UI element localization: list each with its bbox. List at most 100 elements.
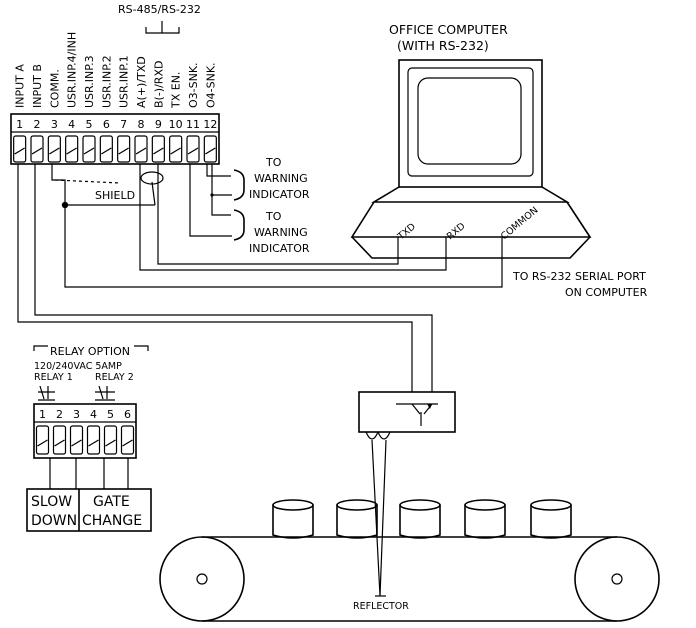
terminal-screw xyxy=(117,135,131,163)
terminal-screw xyxy=(13,135,27,163)
shield-label: SHIELD xyxy=(95,189,135,202)
relay-1-contact-symbol xyxy=(38,385,55,401)
computer-neck xyxy=(371,186,570,203)
terminal-number: 9 xyxy=(155,118,162,131)
warning-indicator-2: TO WARNING INDICATOR xyxy=(233,209,310,255)
gate-line1: GATE xyxy=(93,494,130,510)
terminal-label: USR.INP.1 xyxy=(118,55,131,108)
relay-terminal-screw xyxy=(120,425,135,455)
terminal-screw-slot xyxy=(135,147,147,155)
terminal-screw-slot xyxy=(153,147,164,155)
relay-output-box xyxy=(26,488,152,532)
container-body xyxy=(272,505,314,539)
conveyor-pulley-right xyxy=(574,536,660,622)
terminal-label: TX EN. xyxy=(170,72,183,109)
container-top xyxy=(530,499,572,511)
terminal-screw-slot xyxy=(31,147,43,155)
relay-terminal-screw-slot xyxy=(122,439,133,447)
rs-header-label: RS-485/RS-232 xyxy=(118,3,201,16)
wire-common xyxy=(51,164,503,288)
computer-title-1: OFFICE COMPUTER xyxy=(389,22,508,37)
computer-base xyxy=(351,236,591,259)
terminal-number: 3 xyxy=(51,118,58,131)
shield-dash xyxy=(54,179,121,184)
container-body xyxy=(530,505,572,539)
computer-title-2: (WITH RS-232) xyxy=(397,38,489,53)
terminal-screw xyxy=(186,135,200,163)
computer-monitor xyxy=(398,59,543,188)
terminal-screw-slot xyxy=(83,147,95,155)
shield-drain xyxy=(151,181,156,206)
relay-terminal-number: 4 xyxy=(90,408,97,421)
sensor-lens-1 xyxy=(365,431,379,440)
container-body xyxy=(336,505,378,539)
terminal-number: 2 xyxy=(34,118,41,131)
terminal-label: O3-SNK. xyxy=(187,62,200,108)
terminal-screw xyxy=(65,135,79,163)
relay-terminal-number: 3 xyxy=(73,408,80,421)
relay-terminal-screw-slot xyxy=(105,439,116,447)
terminal-screw xyxy=(203,135,217,163)
terminal-screw xyxy=(151,135,165,163)
wire-rxd xyxy=(157,164,399,265)
warning-indicator-1-symbol xyxy=(233,169,245,201)
relay-terminal-block xyxy=(33,403,137,459)
relay-terminal-screw xyxy=(35,425,50,455)
terminal-label: B(-)/RXD xyxy=(152,61,165,108)
terminal-screw xyxy=(82,135,96,163)
warning-1-line3: INDICATOR xyxy=(249,188,310,201)
port-note-2: ON COMPUTER xyxy=(565,286,648,299)
terminal-screw xyxy=(169,135,183,163)
container-top xyxy=(272,499,314,511)
terminal-screw-slot xyxy=(101,147,112,155)
slow-line2: DOWN xyxy=(31,513,77,529)
wire-o3-return xyxy=(211,164,232,196)
terminal-number: 7 xyxy=(120,118,127,131)
terminal-label: INPUT B xyxy=(31,64,44,108)
terminal-number: 4 xyxy=(68,118,75,131)
terminal-screw xyxy=(30,135,44,163)
port-rxd-label: RXD xyxy=(445,221,468,243)
terminal-label: COMM. xyxy=(48,69,61,108)
relay-terminal-number: 2 xyxy=(56,408,63,421)
conveyor-axle-left xyxy=(196,573,208,585)
terminal-screw-slot xyxy=(49,147,60,155)
sensor-housing xyxy=(358,391,456,433)
container-body xyxy=(464,505,506,539)
warning-2-line1: TO xyxy=(265,210,282,223)
terminal-screw-slot xyxy=(170,147,181,155)
terminal-screw xyxy=(47,135,61,163)
terminal-block-frame xyxy=(10,113,220,165)
terminal-number: 1 xyxy=(16,118,23,131)
terminal-number: 10 xyxy=(169,118,183,131)
terminal-screw-slot xyxy=(118,147,129,155)
warning-2-line3: INDICATOR xyxy=(249,242,310,255)
terminal-label: USR.INP.4/INH xyxy=(66,32,79,108)
relay-terminal-screw-slot xyxy=(71,439,82,447)
relay-2-contact-symbol xyxy=(95,385,115,401)
relay-bracket-right xyxy=(134,345,149,351)
terminal-screws xyxy=(13,135,217,163)
container-top xyxy=(464,499,506,511)
port-note-1: TO RS-232 SERIAL PORT xyxy=(512,270,646,283)
sensor-lens-2 xyxy=(377,431,391,440)
reflector-label: REFLECTOR xyxy=(353,601,409,612)
terminal-screw-slot xyxy=(14,147,25,155)
terminal-screw xyxy=(134,135,148,163)
terminal-label: USR.INP.3 xyxy=(83,55,96,108)
conveyor-containers xyxy=(272,499,572,539)
relay-header: RELAY OPTION xyxy=(50,345,130,358)
gate-line2: CHANGE xyxy=(82,513,142,529)
wire-txd xyxy=(139,164,447,271)
relay-bracket-left xyxy=(33,345,48,351)
container-top xyxy=(336,499,378,511)
wire-input-b xyxy=(34,164,433,392)
conveyor xyxy=(159,499,660,622)
relay-terminal-number: 1 xyxy=(39,408,46,421)
relay-terminal-screw xyxy=(103,425,118,455)
shield-ellipse xyxy=(140,171,164,185)
computer-screen xyxy=(417,77,522,165)
terminal-screw-slot xyxy=(187,147,199,155)
